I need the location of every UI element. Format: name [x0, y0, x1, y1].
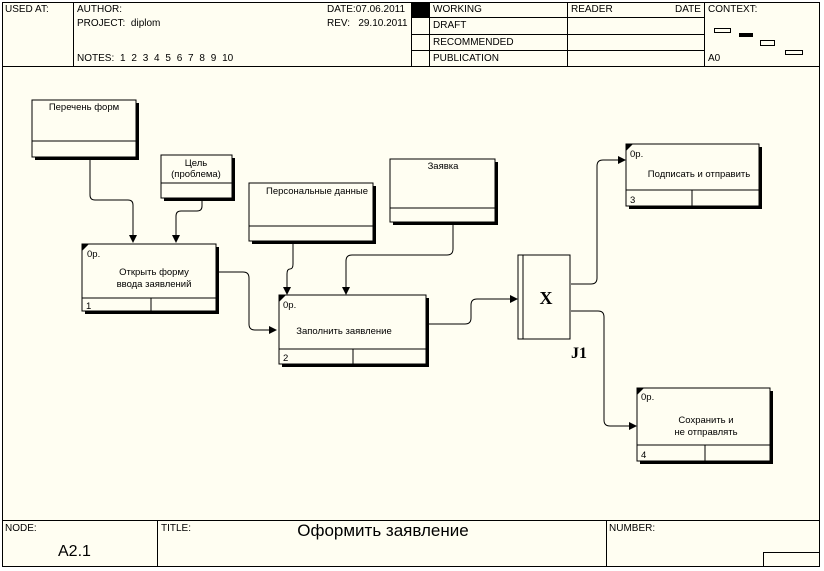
box2-number: 2 — [283, 353, 288, 364]
status-row-line — [411, 50, 704, 51]
notes-values: 1 2 3 4 5 6 7 8 9 10 — [120, 53, 234, 64]
label-line: (проблема) — [171, 169, 221, 180]
rev-value: 29.10.2011 — [358, 18, 408, 29]
node-value: A2.1 — [58, 543, 91, 560]
label-line: Цель — [185, 158, 208, 169]
context-thumb-box — [714, 28, 731, 33]
ref-forms-label: Перечень форм — [49, 102, 119, 113]
box4-cost: 0р. — [641, 392, 654, 403]
box1-cost: 0р. — [87, 249, 100, 260]
ref-box-forms[interactable]: Перечень форм — [31, 99, 139, 160]
ref-goal-label: Цель(проблема) — [171, 158, 221, 180]
junction-symbol: X — [540, 288, 553, 308]
box2-label: Заполнить заявление — [296, 326, 392, 337]
ref-box-request[interactable]: Заявка — [389, 158, 498, 225]
arrow-junction-to-box4[interactable] — [571, 310, 637, 430]
node-label: NODE: — [5, 523, 37, 534]
context-thumb-box — [785, 50, 803, 55]
junction-j1[interactable]: X J1 — [517, 254, 587, 362]
arrow-forms-to-box1[interactable] — [89, 158, 137, 243]
label-line: Сохранить и — [678, 415, 733, 426]
activity-box-2[interactable]: 0р. Заполнить заявление 2 — [278, 294, 429, 367]
box3-label: Подписать и отправить — [648, 169, 750, 180]
date-row: DATE:07.06.2011 — [327, 4, 405, 16]
used-at-label: USED AT: — [5, 4, 49, 15]
date-value: 07.06.2011 — [355, 4, 406, 15]
header-divider — [73, 2, 74, 66]
context-node: A0 — [708, 53, 721, 64]
rev-row: REV: 29.10.2011 — [327, 18, 408, 30]
arrow-request-to-box2[interactable] — [342, 224, 454, 295]
project-label: PROJECT: — [77, 18, 126, 29]
label-line: Заполнить заявление — [296, 326, 392, 337]
working-marker — [412, 3, 429, 17]
arrow-goal-to-box1[interactable] — [172, 198, 203, 243]
arrow-junction-to-box3[interactable] — [571, 156, 626, 285]
project-value: diplom — [130, 18, 161, 29]
box3-number: 3 — [630, 195, 635, 206]
label-line: Открыть форму — [119, 267, 189, 278]
header-divider — [704, 2, 705, 66]
footer-top-line — [2, 520, 820, 521]
arrow-box2-to-junction[interactable] — [426, 295, 518, 325]
rev-label: REV: — [327, 18, 350, 29]
context-label: CONTEXT: — [708, 4, 758, 15]
status-draft: DRAFT — [433, 20, 467, 31]
reader-date-label: DATE — [675, 4, 701, 15]
arrow-personal-to-box2[interactable] — [283, 243, 294, 295]
box2-cost: 0р. — [283, 300, 296, 311]
footer-divider — [157, 520, 158, 567]
title-label: TITLE: — [161, 523, 192, 534]
context-thumb-box — [760, 40, 775, 46]
label-line: не отправлять — [674, 427, 737, 438]
status-publication: PUBLICATION — [433, 53, 499, 64]
ref-box-goal[interactable]: Цель(проблема) — [160, 154, 235, 201]
reader-label: READER — [571, 4, 613, 15]
diagram-title: Оформить заявление — [297, 521, 469, 540]
notes-label: NOTES: — [77, 53, 115, 64]
ref-personal-label: Персональные данные — [266, 186, 368, 197]
footer-divider — [606, 520, 607, 567]
author-label: AUTHOR: — [77, 4, 122, 15]
number-label: NUMBER: — [609, 523, 656, 534]
footer-corner-box — [763, 552, 820, 567]
arrow-box1-to-box2[interactable] — [218, 271, 277, 334]
header-bottom-line — [2, 66, 820, 67]
arrows — [89, 156, 637, 430]
label-line: Подписать и отправить — [648, 169, 750, 180]
box1-number: 1 — [86, 301, 91, 312]
notes-row: NOTES: 1 2 3 4 5 6 7 8 9 10 — [77, 53, 233, 65]
box3-cost: 0р. — [630, 149, 643, 160]
status-recommended: RECOMMENDED — [433, 37, 514, 48]
label-line: Персональные данные — [266, 186, 368, 197]
ref-request-label: Заявка — [428, 161, 460, 172]
context-thumb-active — [739, 33, 753, 37]
activity-box-3[interactable]: 0р. Подписать и отправить 3 — [625, 143, 762, 209]
junction-label: J1 — [571, 345, 587, 362]
label-line: Заявка — [428, 161, 460, 172]
ref-box-personal[interactable]: Персональные данные — [248, 182, 376, 244]
project-row: PROJECT: diplom — [77, 18, 160, 30]
box4-number: 4 — [641, 450, 646, 461]
status-working: WORKING — [433, 4, 482, 15]
label-line: Перечень форм — [49, 102, 119, 113]
status-row-line — [411, 34, 704, 35]
status-row-line — [411, 17, 704, 18]
date-label: DATE: — [327, 4, 356, 15]
label-line: ввода заявлений — [117, 279, 192, 290]
